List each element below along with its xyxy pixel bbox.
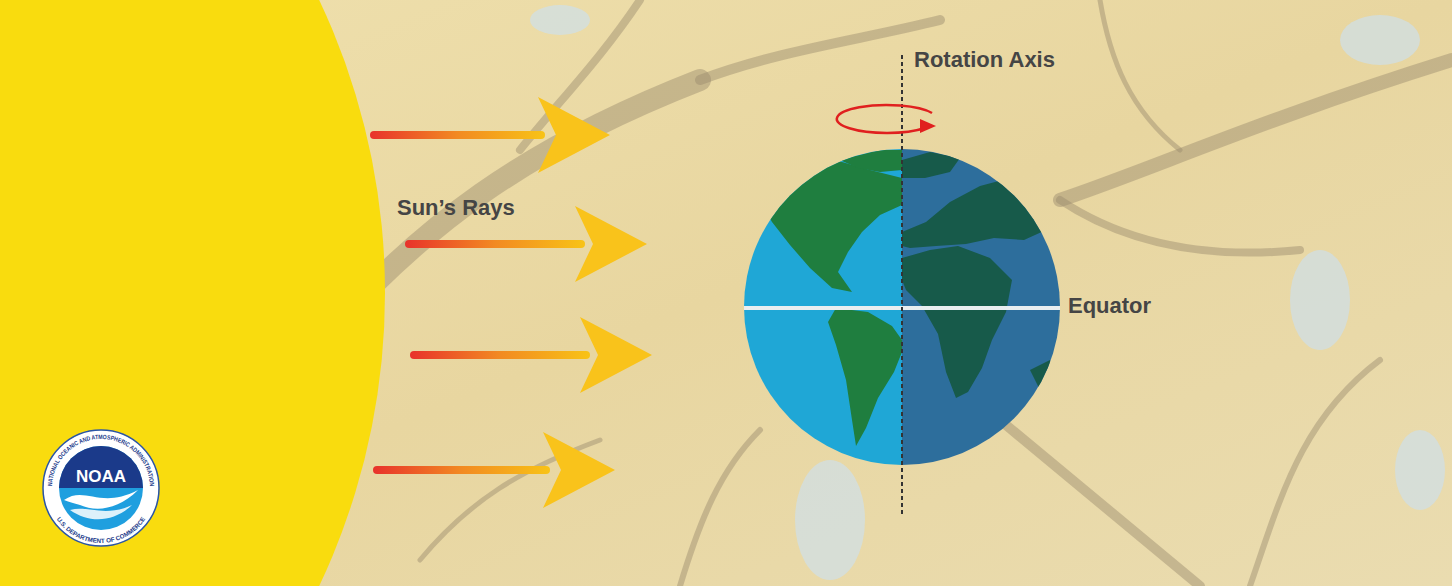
sun-ray-arrows xyxy=(370,97,652,508)
equator-label: Equator xyxy=(1068,293,1151,319)
axis-label: Rotation Axis xyxy=(914,47,1055,73)
rotation-axis xyxy=(901,55,903,517)
sun-rays-label: Sun’s Rays xyxy=(397,195,515,221)
logo-ring-text: U.S. DEPARTMENT OF COMMERCE xyxy=(56,515,147,544)
logo-ring-text: NATIONAL OCEANIC AND ATMOSPHERIC ADMINIS… xyxy=(46,433,156,487)
rotation-arrowhead xyxy=(920,119,936,133)
logo-ring-text: NATIONAL OCEANIC AND ATMOSPHERIC ADMINIS… xyxy=(46,433,156,487)
noaa-logo: NOAA NATIONAL OCEANIC AND ATMOSPHERIC AD… xyxy=(43,430,159,546)
sun xyxy=(0,0,385,586)
rotation-arrow xyxy=(837,105,932,133)
logo-ring-text: U.S. DEPARTMENT OF COMMERCE xyxy=(56,515,147,544)
logo-wordmark: NOAA xyxy=(76,467,126,486)
tree-branches xyxy=(330,0,1452,586)
